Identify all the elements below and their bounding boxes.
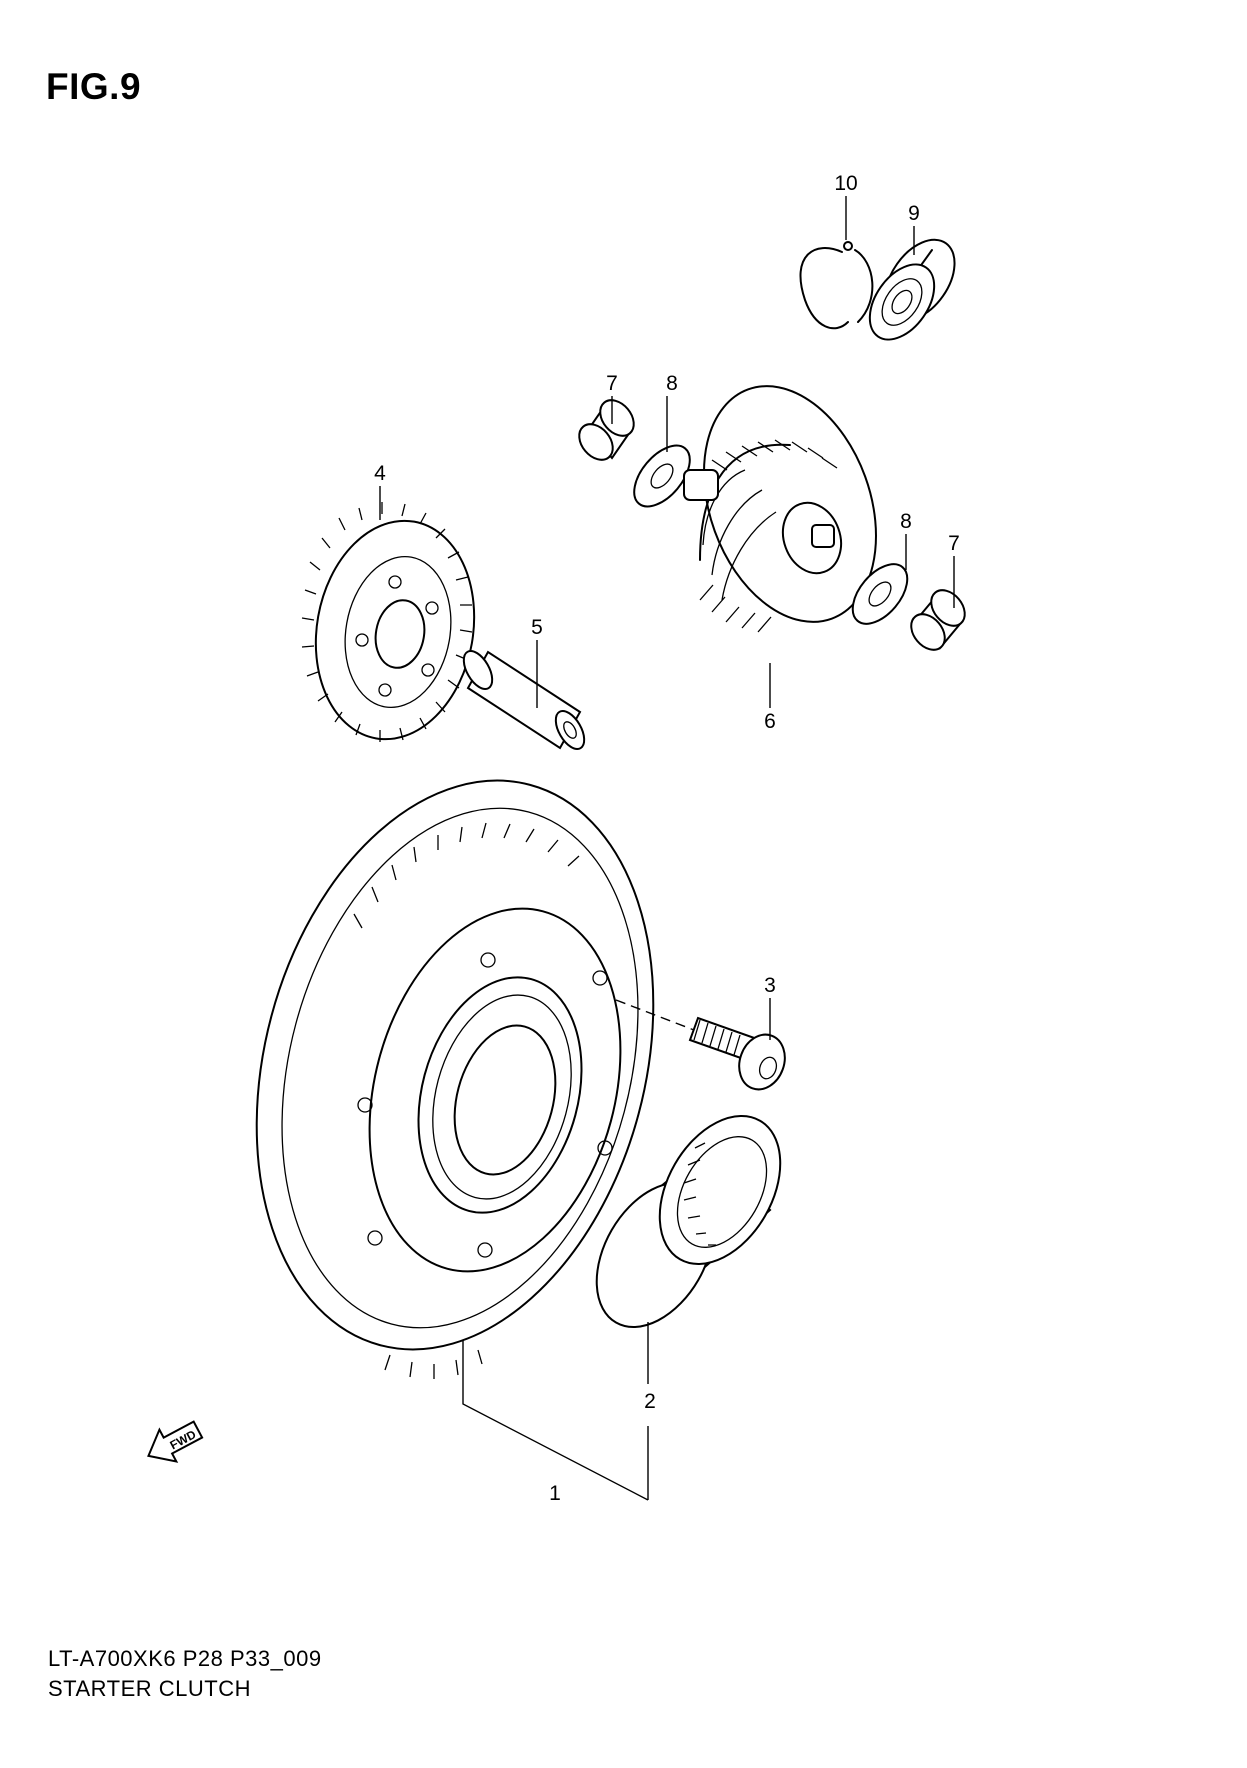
leader-lines xyxy=(379,196,955,1501)
footer-section-name: STARTER CLUTCH xyxy=(48,1676,251,1701)
washer-lower-part[interactable] xyxy=(842,554,918,633)
footer-model-code: LT-A700XK6 P28 P33_009 xyxy=(48,1646,322,1671)
callout-1: 1 xyxy=(549,1482,561,1505)
callout-labels: 10 9 7 8 4 8 7 5 6 3 2 1 xyxy=(374,172,960,1505)
callout-6: 6 xyxy=(764,710,776,733)
callout-7-lower: 7 xyxy=(948,532,960,555)
callout-10: 10 xyxy=(834,172,857,195)
washer-upper-part[interactable] xyxy=(624,436,701,517)
gear-part[interactable] xyxy=(299,502,491,752)
fwd-arrow-icon: FWD xyxy=(147,1420,204,1463)
sleeve-upper-part[interactable] xyxy=(572,394,640,467)
figure-title: FIG.9 xyxy=(46,66,142,107)
bolt-part[interactable] xyxy=(688,1016,792,1096)
callout-8-lower: 8 xyxy=(900,510,912,533)
callout-4: 4 xyxy=(374,462,386,485)
bearing-part[interactable] xyxy=(857,227,969,351)
one-way-bearing-part[interactable] xyxy=(573,1095,805,1348)
sleeve-lower-part[interactable] xyxy=(904,584,971,657)
starter-driven-gear-part[interactable] xyxy=(196,736,713,1395)
callout-5: 5 xyxy=(531,616,543,639)
callout-3: 3 xyxy=(764,974,776,997)
circlip-part[interactable] xyxy=(799,241,874,330)
callout-7-upper: 7 xyxy=(606,372,618,395)
callout-2: 2 xyxy=(644,1390,656,1413)
callout-8-upper: 8 xyxy=(666,372,678,395)
callout-9: 9 xyxy=(908,202,920,225)
idle-gear-assembly-part[interactable] xyxy=(673,362,907,646)
shaft-part[interactable] xyxy=(458,646,590,753)
